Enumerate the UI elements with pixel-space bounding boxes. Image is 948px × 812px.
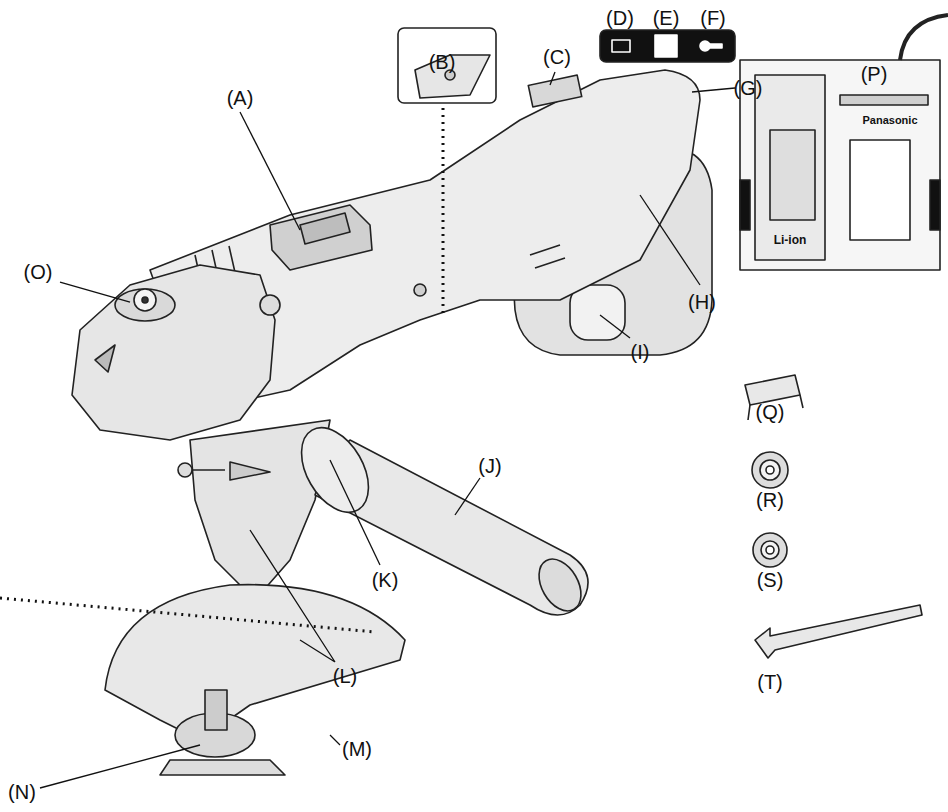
callout-letter: (H) [688,291,716,314]
callout-letter: (C) [543,46,571,69]
callout-letter: (F) [700,7,726,30]
callout-letter: (K) [372,569,399,592]
callout-letter: (T) [757,671,783,694]
callout-letter: (R) [756,489,784,512]
callout-letter: (G) [734,77,763,100]
callout-letter: (J) [478,455,501,478]
callout-letter: (A) [227,87,254,110]
brand-text: Li-ion [774,233,807,247]
callout-letter: (P) [861,63,888,86]
callout-letter: (I) [631,341,650,364]
callout-letter: (E) [653,7,680,30]
callout-letter: (Q) [756,401,785,424]
callout-letter: (B) [429,51,456,74]
callout-letter: (L) [333,665,357,688]
callout-letter: (S) [757,569,784,592]
callout-letter: (D) [606,7,634,30]
callout-letter: (N) [8,781,36,804]
callout-letter: (O) [24,261,53,284]
callout-letter: (M) [342,738,372,761]
brand-text: Panasonic [862,114,917,126]
